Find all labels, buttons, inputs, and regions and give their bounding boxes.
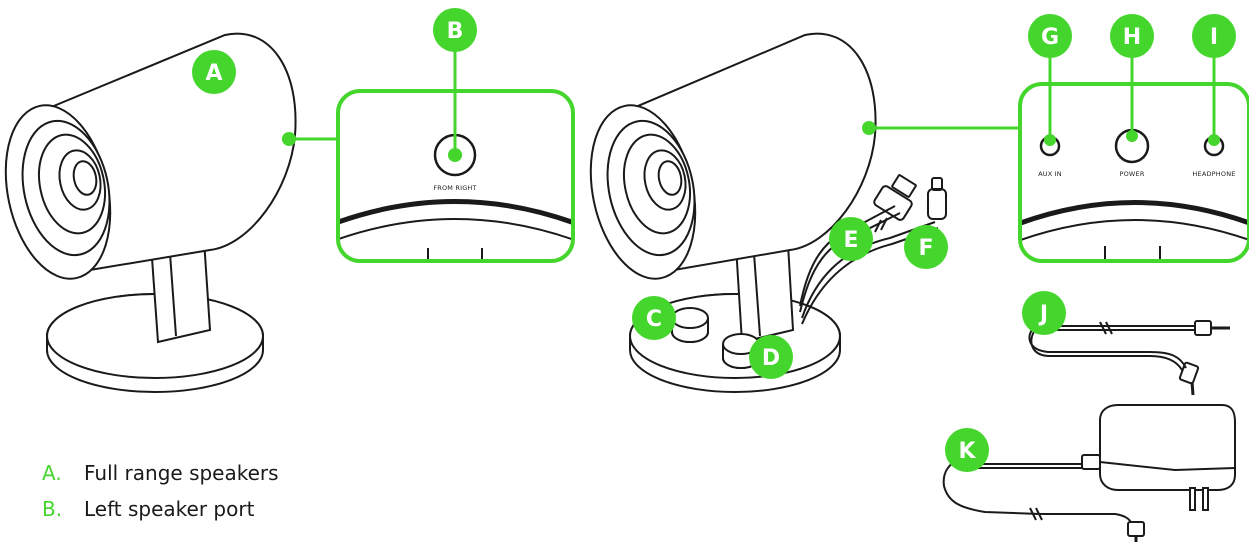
port-label-power: POWER [1119, 170, 1144, 178]
callout-e-label: E [843, 228, 858, 253]
callout-i-label: I [1210, 25, 1218, 50]
callout-e: E [829, 217, 873, 261]
callout-a: A [192, 50, 236, 94]
callout-b: B [433, 8, 477, 52]
callout-h-label: H [1123, 25, 1141, 50]
callout-c: C [632, 296, 676, 340]
callout-f-label: F [918, 236, 933, 261]
zoom-box-left-port: FROM RIGHT B [336, 8, 575, 263]
legend-item: A. Full range speakers [40, 455, 279, 491]
callout-h: H [1110, 14, 1154, 58]
callout-d: D [749, 335, 793, 379]
audio-cable-j [1028, 320, 1230, 396]
callout-c-label: C [646, 307, 662, 332]
legend-key: B. [42, 497, 63, 521]
port-label-headphone: HEADPHONE [1192, 170, 1235, 178]
right-speaker-body-group [589, 32, 877, 280]
callout-g-label: G [1041, 25, 1059, 50]
leader-line-b-box [282, 132, 338, 146]
leader-line-right-box [862, 121, 1020, 135]
port-label-aux-in: AUX IN [1038, 170, 1062, 178]
callout-j: J [1022, 291, 1066, 335]
power-adapter-k [942, 404, 1236, 542]
port-label-from-right: FROM RIGHT [433, 184, 476, 192]
callout-k: K [945, 428, 989, 472]
legend: A. Full range speakers B. Left speaker por… [40, 455, 279, 527]
callout-a-label: A [205, 61, 222, 86]
callout-b-label: B [447, 19, 464, 44]
volume-knob-c [671, 307, 709, 343]
zoom-box-rear-ports: AUX IN POWER HEADPHONE G H I [1018, 14, 1249, 263]
legend-item: B. Left speaker port [40, 491, 279, 527]
left-speaker [4, 32, 297, 393]
callout-k-label: K [958, 439, 976, 464]
callout-d-label: D [762, 346, 780, 371]
legend-text: Left speaker port [84, 497, 255, 521]
callout-j-label: J [1038, 302, 1048, 327]
callout-i: I [1192, 14, 1236, 58]
callout-f: F [904, 225, 948, 269]
legend-text: Full range speakers [84, 461, 279, 485]
callout-g: G [1028, 14, 1072, 58]
legend-key: A. [42, 461, 62, 485]
